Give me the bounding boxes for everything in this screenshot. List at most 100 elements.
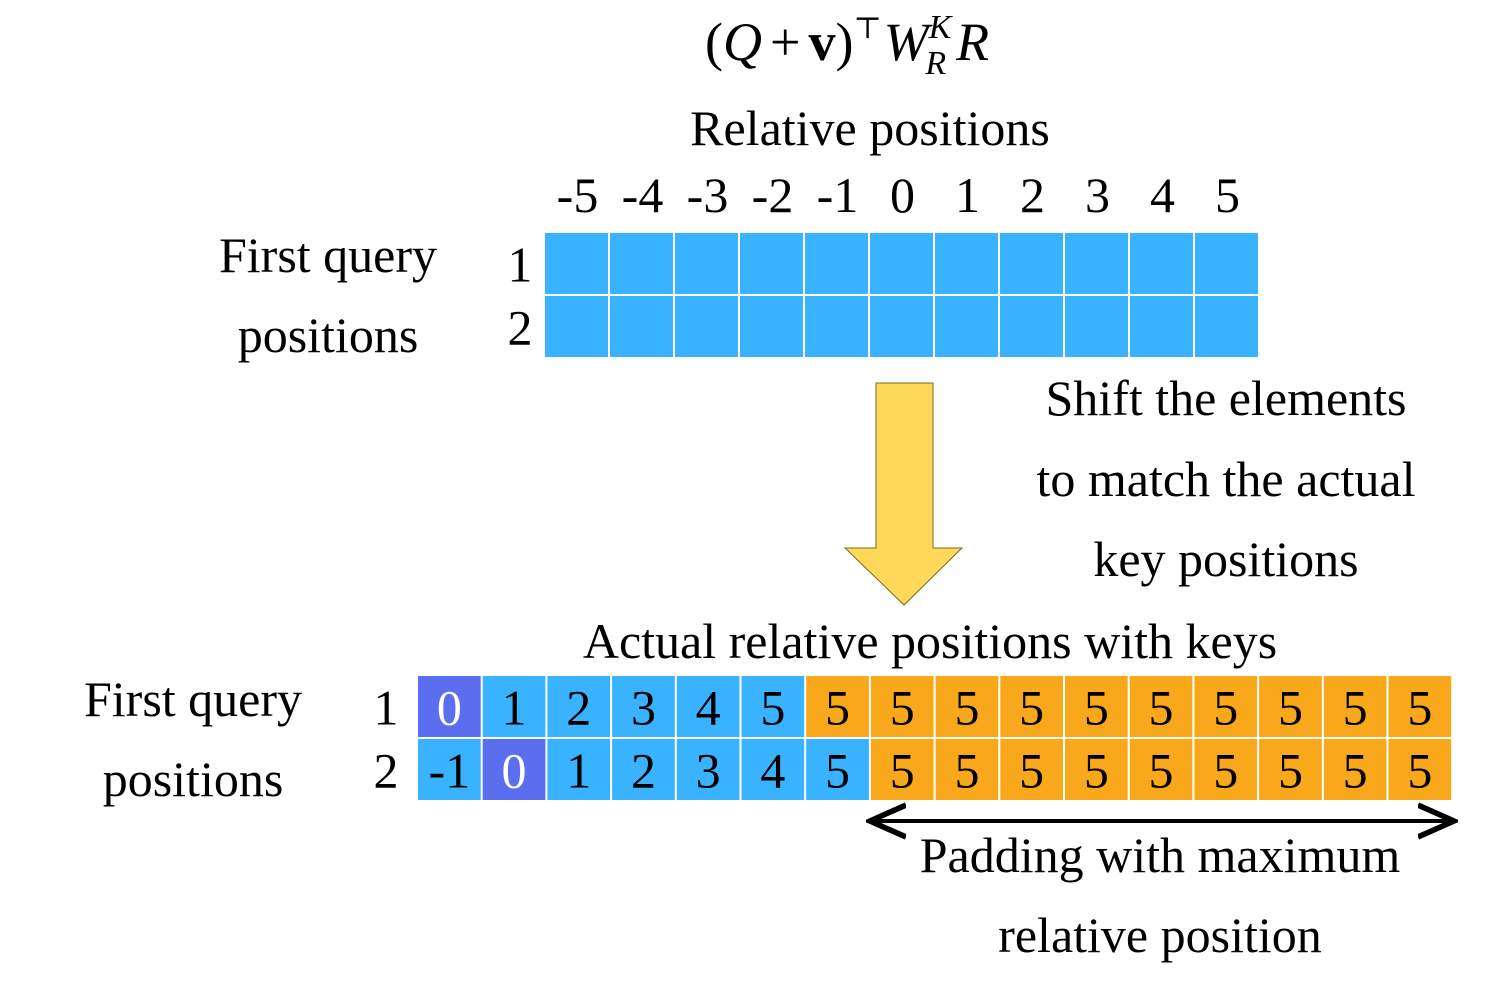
top-grid-cell: [1065, 233, 1128, 294]
top-column-label: 2: [1020, 167, 1045, 223]
bottom-cell-value: 5: [1407, 680, 1432, 736]
bottom-grid-cell: [1323, 739, 1387, 800]
top-column-label: 1: [955, 167, 980, 223]
bottom-cell-value: 0: [502, 743, 527, 799]
bottom-cell-value: 5: [1278, 680, 1303, 736]
top-grid-cell: [1000, 296, 1063, 357]
formula-transpose: ⊤: [853, 12, 881, 45]
bottom-row-label: 2: [374, 743, 399, 799]
top-row-label: 1: [508, 237, 533, 293]
bottom-cell-value: 5: [1084, 680, 1109, 736]
bottom-grid-cell: [806, 676, 869, 737]
formula-w-sub: R: [924, 45, 946, 82]
bottom-cell-value: 5: [1149, 743, 1174, 799]
top-row-labels: 12: [508, 237, 533, 356]
top-grid-cell: [1130, 296, 1193, 357]
top-side-label-line2: positions: [238, 307, 419, 363]
bottom-cell-value: 2: [631, 743, 656, 799]
bottom-cell-value: 2: [566, 680, 591, 736]
formula-w: W: [884, 12, 934, 72]
bottom-cell-value: 3: [631, 680, 656, 736]
top-column-label: 4: [1150, 167, 1175, 223]
top-grid-cell: [1065, 296, 1128, 357]
top-column-label: -5: [557, 167, 599, 223]
bottom-cell-value: 5: [954, 743, 979, 799]
bottom-grid-cell: [741, 676, 805, 737]
bottom-row-labels: 12: [374, 680, 399, 799]
bottom-cell-value: 1: [566, 743, 591, 799]
top-column-label: -2: [752, 167, 794, 223]
bottom-grid-cell: [612, 739, 675, 800]
top-column-label: 5: [1215, 167, 1240, 223]
bottom-grid-cell: [741, 739, 805, 800]
bottom-side-label-line1: First query: [84, 671, 302, 727]
bottom-grid-cell: [1388, 739, 1452, 800]
bottom-grid-cell: [1323, 676, 1387, 737]
top-grid-cell: [545, 296, 608, 357]
bottom-grid-cell: [676, 739, 740, 800]
bottom-cell-value: 5: [825, 680, 850, 736]
bottom-grid-cell: [1259, 739, 1322, 800]
bottom-cell-value: 1: [502, 680, 527, 736]
bottom-grid-cell: [482, 676, 546, 737]
top-grid-cell: [675, 296, 738, 357]
bottom-cell-value: 5: [1019, 743, 1044, 799]
bottom-grid-cell: [1194, 676, 1258, 737]
bottom-cell-value: 5: [1213, 680, 1238, 736]
top-grid-cell: [545, 233, 608, 294]
bottom-cell-value: -1: [429, 743, 471, 799]
bottom-grid-cell: [935, 739, 999, 800]
bottom-grid-cell: [1065, 676, 1128, 737]
top-side-label-line1: First query: [219, 227, 437, 283]
bottom-cell-value: 5: [825, 743, 850, 799]
top-grid-cell: [610, 296, 673, 357]
bottom-grid-cell: [935, 676, 999, 737]
bottom-grid-cell: [1194, 739, 1258, 800]
top-grid-cell: [870, 233, 933, 294]
bottom-cell-value: 5: [1343, 680, 1368, 736]
top-grid-cell: [1130, 233, 1193, 294]
bottom-cell-value: 5: [954, 680, 979, 736]
shift-arrow: [843, 382, 964, 606]
top-grid-cell: [1195, 296, 1258, 357]
bottom-cell-value: 3: [696, 743, 721, 799]
formula-q: Q: [723, 12, 762, 72]
top-grid-cell: [935, 233, 998, 294]
top-column-label: -4: [622, 167, 664, 223]
bottom-cell-value: 4: [760, 743, 785, 799]
top-title: Relative positions: [690, 100, 1050, 156]
top-grid-cell: [610, 233, 673, 294]
top-grid: [545, 233, 1258, 357]
bottom-cell-value: 5: [890, 680, 915, 736]
bottom-cell-value: 5: [890, 743, 915, 799]
bottom-grid-cell: [1129, 676, 1193, 737]
top-grid-cell: [870, 296, 933, 357]
top-grid-cell: [1000, 233, 1063, 294]
bottom-grid-cell: [806, 739, 869, 800]
bottom-title: Actual relative positions with keys: [583, 613, 1277, 669]
bottom-cell-value: 4: [696, 680, 721, 736]
bottom-grid-cell: [482, 739, 546, 800]
formula-plus: +: [770, 12, 800, 72]
bottom-side-label-line2: positions: [103, 751, 284, 807]
formula-close-paren: ): [835, 12, 853, 72]
bottom-cell-value: 5: [760, 680, 785, 736]
formula-r: R: [955, 12, 989, 72]
bottom-row-label: 1: [374, 680, 399, 736]
top-column-label: 3: [1085, 167, 1110, 223]
bottom-grid-cell: [547, 739, 611, 800]
bottom-grid-cell: [1259, 676, 1322, 737]
bottom-cell-value: 0: [437, 680, 462, 736]
bottom-cell-value: 5: [1343, 743, 1368, 799]
bottom-cell-value: 5: [1019, 680, 1044, 736]
top-column-label: -3: [687, 167, 729, 223]
bottom-grid-cell: [1000, 676, 1063, 737]
shift-note-line2: to match the actual: [1036, 451, 1415, 507]
padding-note-line2: relative position: [998, 907, 1322, 963]
formula-v: v: [808, 12, 835, 72]
bottom-grid-cell: [418, 676, 481, 737]
